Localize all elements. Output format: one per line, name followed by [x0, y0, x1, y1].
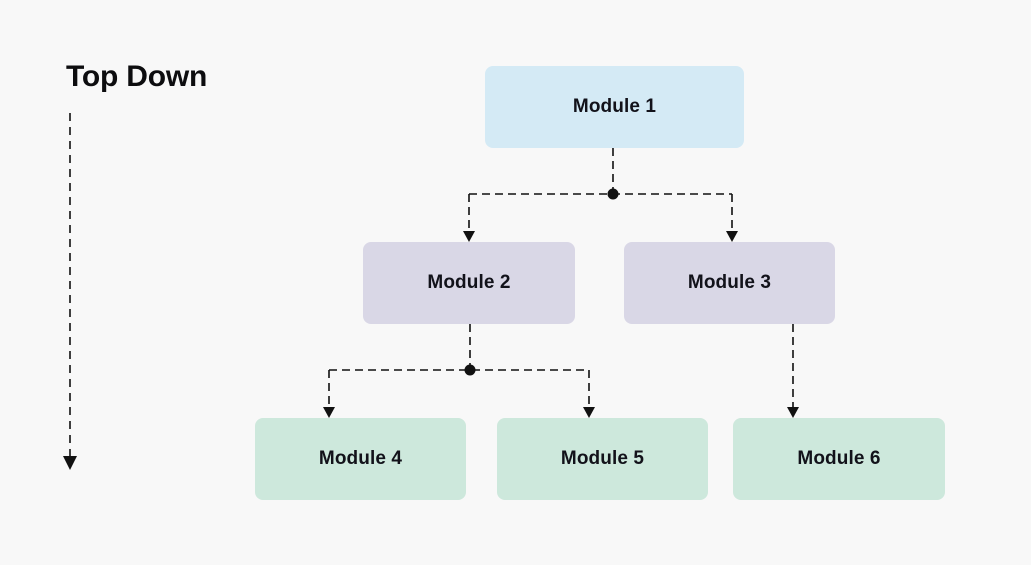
edge-junction-2-to-module-4 [323, 370, 335, 418]
edge-module-3-to-module-6 [787, 324, 799, 418]
page-title: Top Down [66, 60, 208, 93]
node-label-module-4: Module 4 [318, 448, 403, 469]
node-label-module-3: Module 3 [687, 272, 772, 293]
node-module-4[interactable]: Module 4 [255, 418, 466, 500]
arrowhead-module-2 [463, 231, 475, 242]
edge-junction-1-to-module-3 [726, 194, 738, 242]
node-label-module-2: Module 2 [427, 272, 511, 293]
junction-dot-2 [464, 364, 476, 376]
node-label-module-5: Module 5 [560, 448, 645, 469]
arrowhead-module-5 [583, 407, 595, 418]
node-module-3[interactable]: Module 3 [624, 242, 835, 324]
direction-arrow-head [63, 456, 77, 470]
arrowhead-module-4 [323, 407, 335, 418]
node-module-5[interactable]: Module 5 [497, 418, 708, 500]
top-down-direction-arrow [63, 113, 77, 470]
arrowhead-module-6 [787, 407, 799, 418]
junction-dot-1 [607, 188, 619, 200]
node-module-6[interactable]: Module 6 [733, 418, 945, 500]
node-module-2[interactable]: Module 2 [363, 242, 575, 324]
node-label-module-6: Module 6 [797, 448, 881, 469]
edge-junction-2-to-module-5 [583, 370, 595, 418]
node-module-1[interactable]: Module 1 [485, 66, 744, 148]
node-label-module-1: Module 1 [572, 96, 657, 117]
edge-junction-1-to-module-2 [463, 194, 475, 242]
arrowhead-module-3 [726, 231, 738, 242]
